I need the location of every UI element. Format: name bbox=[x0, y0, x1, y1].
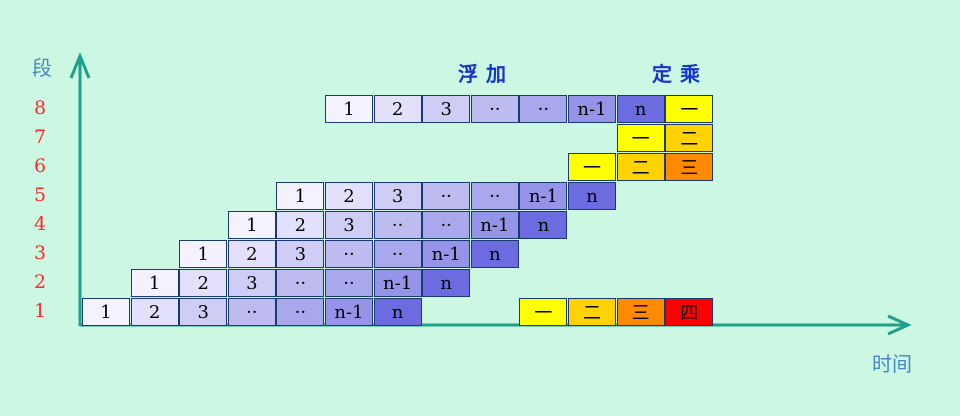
pipeline-cell: 2 bbox=[276, 211, 325, 239]
pipeline-cell: n-1 bbox=[470, 211, 519, 239]
pipeline-cell: 一 bbox=[616, 124, 665, 152]
stage-label-4: 4 bbox=[34, 213, 47, 235]
pipeline-cell: 3 bbox=[227, 269, 276, 297]
pipeline-cell: 一 bbox=[665, 95, 714, 123]
pipeline-cell: n bbox=[470, 240, 519, 268]
stage-label-2: 2 bbox=[34, 271, 47, 293]
pipeline-cell: 1 bbox=[179, 240, 228, 268]
pipeline-cell: 二 bbox=[568, 298, 616, 326]
pipeline-cell: ·· bbox=[422, 182, 471, 210]
pipeline-cell: 1 bbox=[227, 211, 276, 239]
pipeline-cell: 3 bbox=[422, 95, 471, 123]
pipeline-cell: n-1 bbox=[519, 182, 568, 210]
pipeline-cell: 2 bbox=[227, 240, 276, 268]
pipeline-cell: 3 bbox=[325, 211, 373, 239]
pipeline-cell: n-1 bbox=[373, 269, 422, 297]
pipeline-cell: n bbox=[616, 95, 665, 123]
pipeline-cell: ·· bbox=[519, 95, 568, 123]
pipeline-cell: 二 bbox=[616, 153, 665, 181]
pipeline-cell: n-1 bbox=[568, 95, 616, 123]
pipeline-cell: 2 bbox=[325, 182, 373, 210]
pipeline-cell: ·· bbox=[325, 240, 373, 268]
stage-label-3: 3 bbox=[34, 242, 47, 264]
pipeline-cell: 四 bbox=[665, 298, 714, 326]
pipeline-cell: 2 bbox=[179, 269, 228, 297]
float-add-label: 浮加 bbox=[458, 62, 514, 86]
pipeline-cell: 一 bbox=[519, 298, 568, 326]
pipeline-cell: n bbox=[422, 269, 471, 297]
pipeline-cell: n-1 bbox=[325, 298, 373, 326]
pipeline-cell: ·· bbox=[276, 269, 325, 297]
pipeline-cell: 3 bbox=[179, 298, 228, 326]
y-axis-arrow bbox=[69, 52, 91, 79]
pipeline-cell: 3 bbox=[373, 182, 422, 210]
fixed-mul-label: 定乘 bbox=[652, 62, 708, 86]
pipeline-cell: 1 bbox=[325, 95, 373, 123]
x-axis-arrow bbox=[887, 314, 912, 336]
stage-label-5: 5 bbox=[34, 184, 47, 206]
pipeline-cell: 2 bbox=[373, 95, 422, 123]
pipeline-cell: ·· bbox=[276, 298, 325, 326]
pipeline-cell: 二 bbox=[665, 124, 714, 152]
stage-label-6: 6 bbox=[34, 155, 47, 177]
pipeline-cell: ·· bbox=[373, 240, 422, 268]
pipeline-cell: n bbox=[519, 211, 568, 239]
pipeline-cell: n bbox=[568, 182, 616, 210]
pipeline-cell: ·· bbox=[227, 298, 276, 326]
pipeline-cell: 1 bbox=[130, 269, 179, 297]
pipeline-cell: 1 bbox=[276, 182, 325, 210]
pipeline-cell: ·· bbox=[470, 182, 519, 210]
pipeline-cell: 1 bbox=[82, 298, 130, 326]
pipeline-cell: n bbox=[373, 298, 422, 326]
pipeline-cell: ·· bbox=[373, 211, 422, 239]
pipeline-cell: 3 bbox=[276, 240, 325, 268]
pipeline-cell: 三 bbox=[616, 298, 665, 326]
x-axis-label: 时间 bbox=[872, 352, 912, 376]
y-axis-label: 段 bbox=[32, 56, 52, 80]
pipeline-cell: ·· bbox=[470, 95, 519, 123]
pipeline-cell: ·· bbox=[422, 211, 471, 239]
stage-label-7: 7 bbox=[34, 126, 47, 148]
pipeline-cell: 一 bbox=[568, 153, 616, 181]
pipeline-cell: 三 bbox=[665, 153, 714, 181]
pipeline-cell: 2 bbox=[130, 298, 179, 326]
pipeline-cell: n-1 bbox=[422, 240, 471, 268]
stage-label-1: 1 bbox=[34, 300, 47, 322]
stage-label-8: 8 bbox=[34, 97, 47, 119]
pipeline-cell: ·· bbox=[325, 269, 373, 297]
